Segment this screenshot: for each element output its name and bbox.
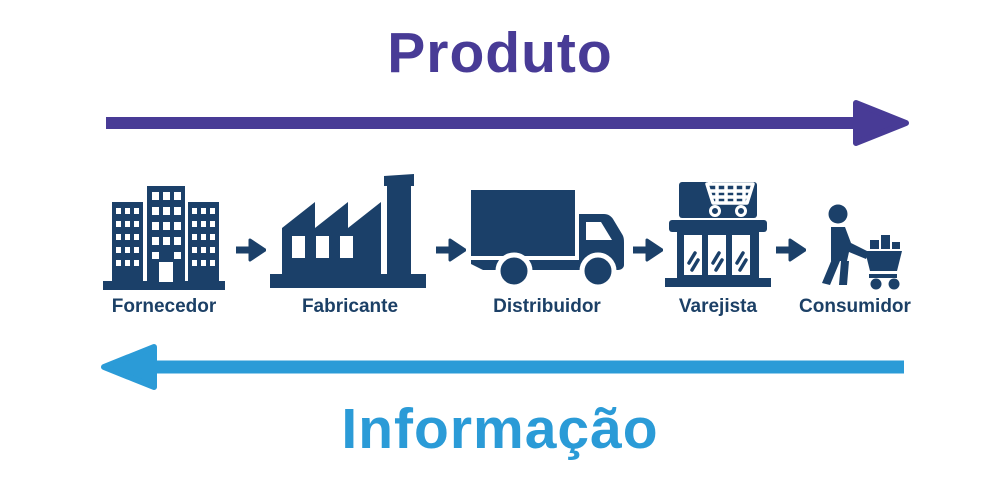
stage-fornecedor: Fornecedor	[94, 168, 234, 318]
factory-icon	[270, 174, 430, 290]
information-flow-title: Informação	[341, 397, 659, 461]
arrow-right-icon	[776, 238, 806, 262]
arrow-right-icon	[236, 238, 266, 262]
information-flow-arrow-left	[101, 344, 904, 390]
stage-distribuidor: Distribuidor	[462, 168, 632, 318]
product-flow-arrow-right	[106, 100, 909, 146]
stage-consumidor: Consumidor	[791, 168, 919, 318]
stage-label-distribuidor: Distribuidor	[493, 296, 601, 317]
stage-label-varejista: Varejista	[678, 296, 758, 317]
truck-icon	[467, 184, 627, 290]
stage-label-consumidor: Consumidor	[799, 296, 911, 317]
stage-varejista: Varejista	[653, 168, 783, 318]
storefront-cart-icon	[663, 166, 773, 290]
building-icon	[103, 180, 225, 290]
stage-fabricante: Fabricante	[265, 168, 435, 318]
stage-label-fornecedor: Fornecedor	[111, 296, 217, 317]
stage-label-fabricante: Fabricante	[301, 296, 399, 317]
arrow-right-icon	[436, 238, 466, 262]
arrow-right-icon	[633, 238, 663, 262]
shopper-cart-icon	[807, 204, 903, 290]
product-flow-title: Produto	[387, 21, 613, 85]
